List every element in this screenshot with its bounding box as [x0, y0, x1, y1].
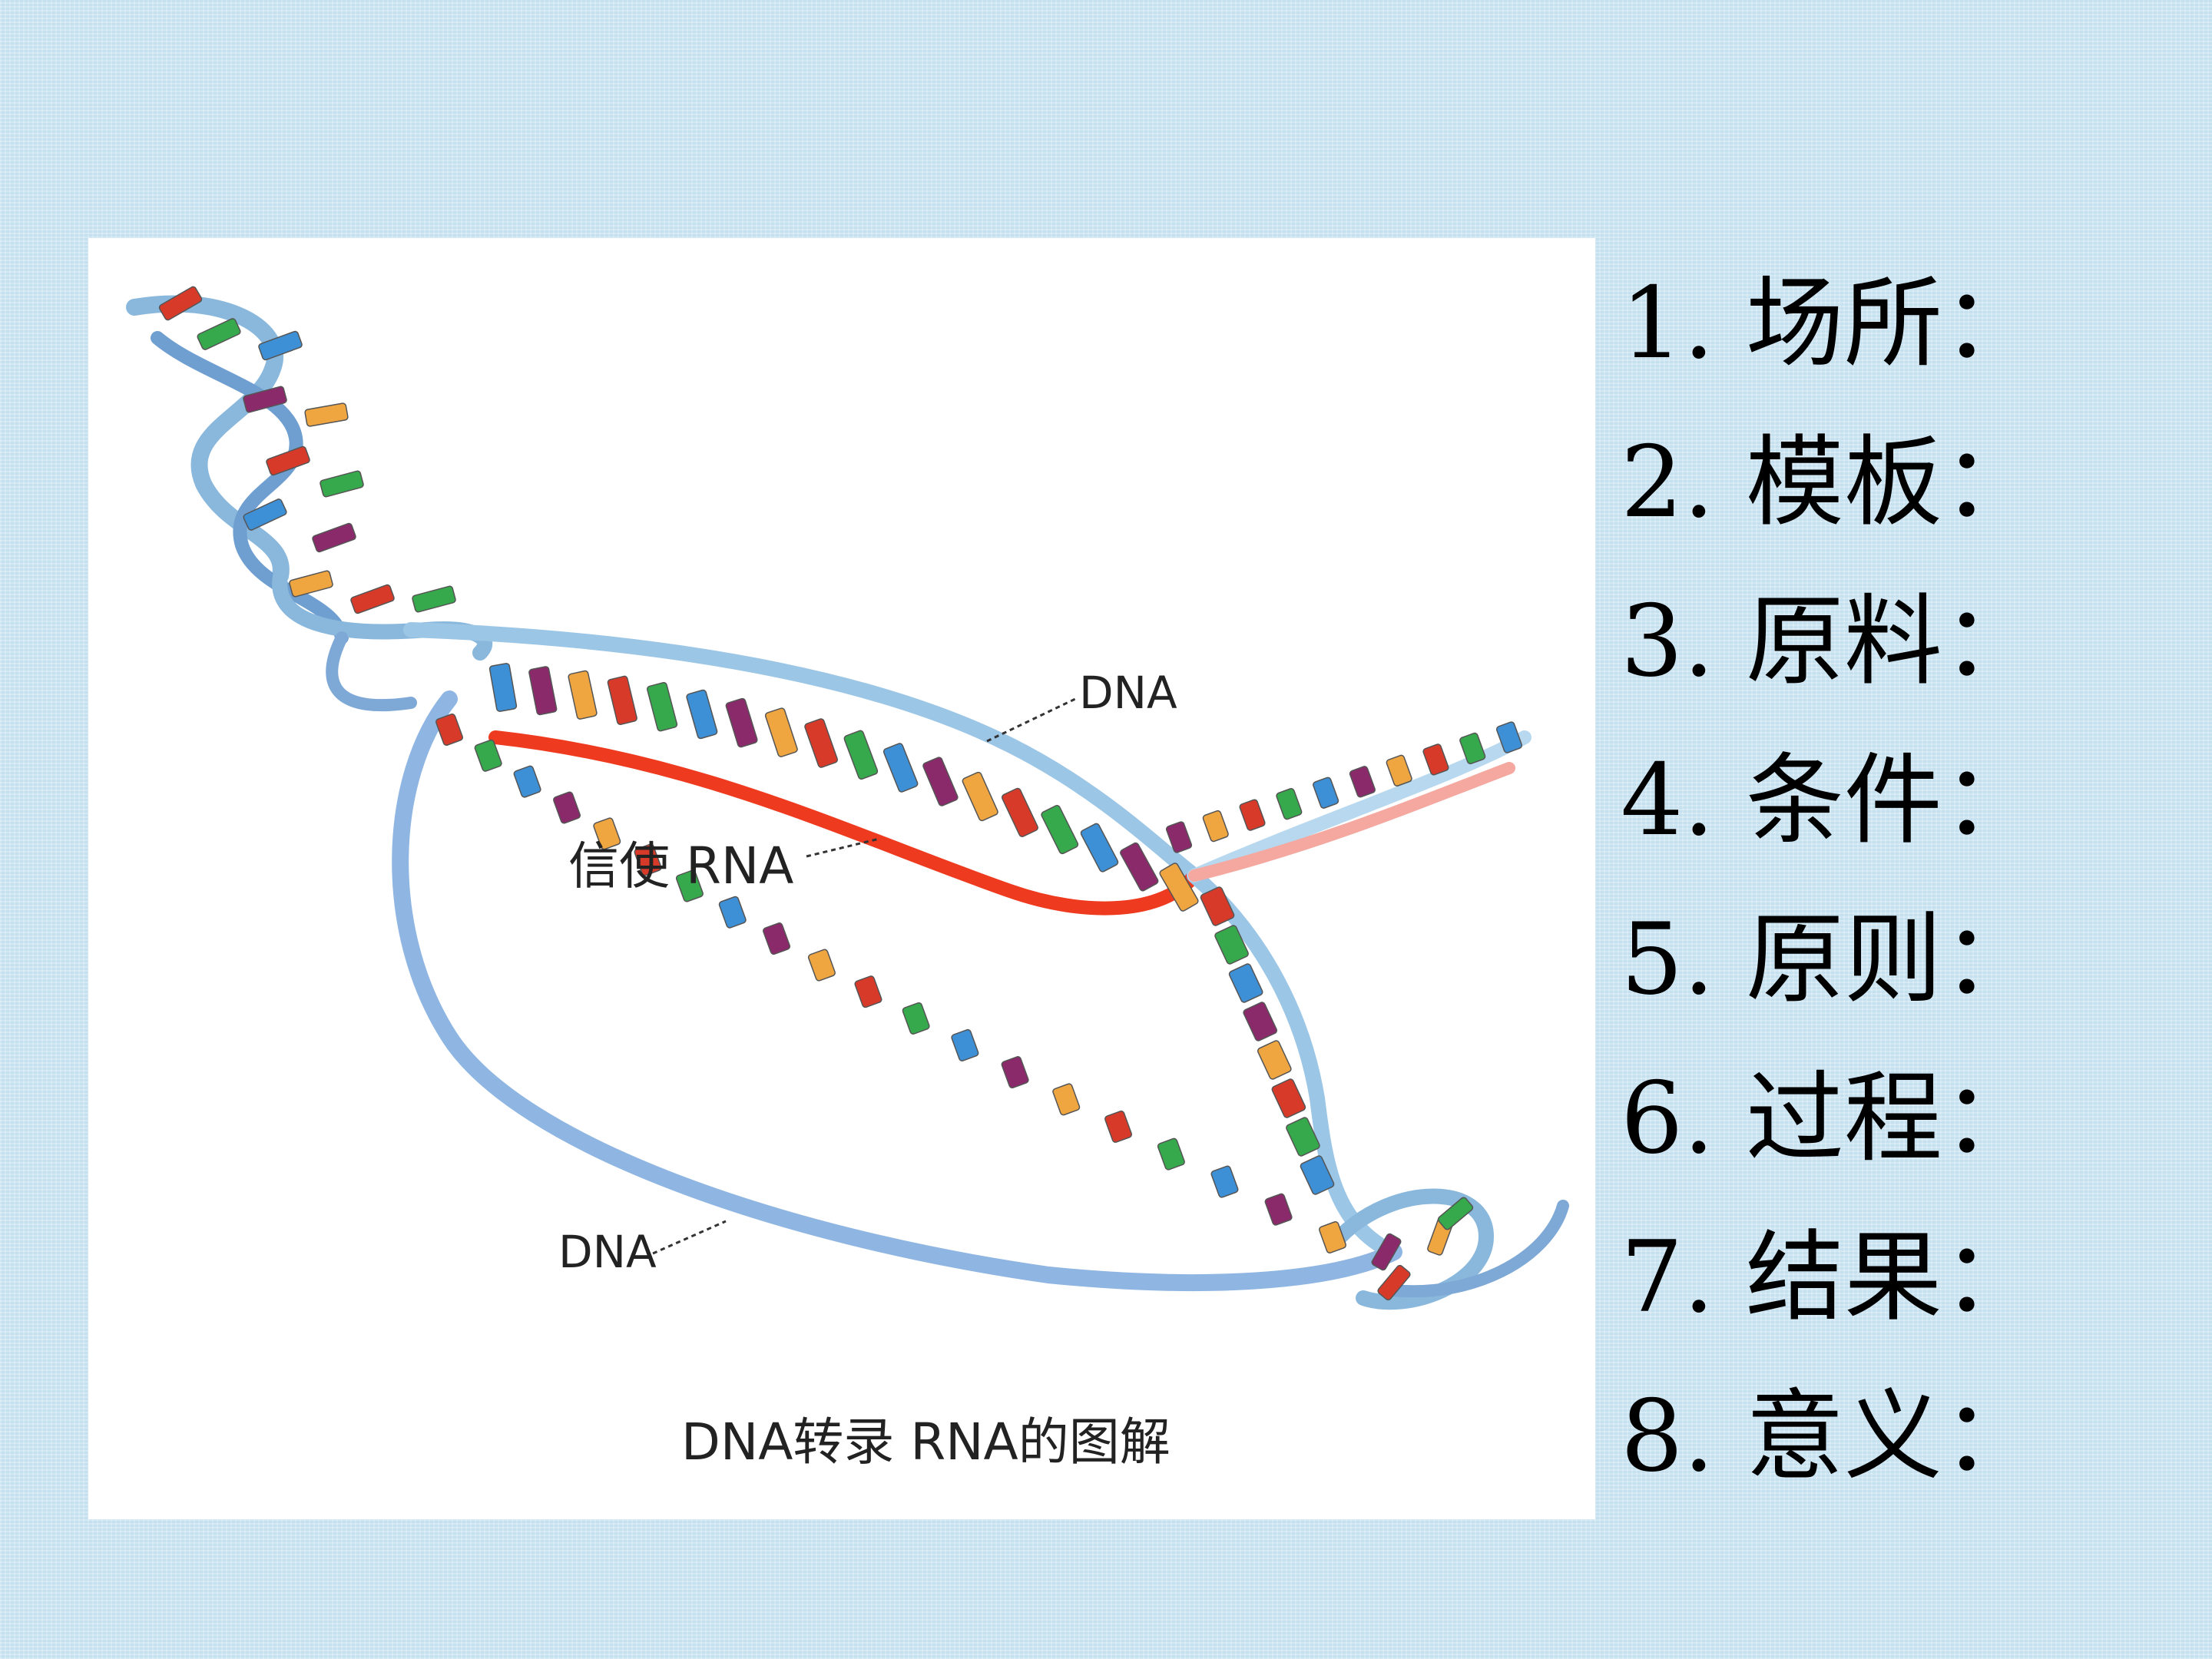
nucleotide-base [1243, 1002, 1278, 1042]
nucleotide-base [1264, 1193, 1293, 1226]
nucleotide-base [435, 714, 464, 747]
nucleotide-base [962, 771, 998, 821]
figure-caption: DNA转录 RNA的图解 [681, 1412, 1171, 1472]
nucleotide-base [1001, 1056, 1029, 1089]
nucleotide-base [528, 666, 557, 715]
dna-transcription-diagram: DNA 信使 RNA DNA DNA转录 RNA的图解 [88, 238, 1595, 1519]
nucleotide-base [489, 663, 517, 712]
nucleotide-base [1080, 823, 1119, 873]
nucleotide-base [553, 791, 581, 824]
nucleotide-base [320, 470, 364, 497]
nucleotide-base [1210, 1165, 1239, 1198]
nucleotide-base [951, 1029, 979, 1062]
nucleotide-base [568, 671, 597, 720]
nucleotide-base [305, 402, 349, 426]
dna-bottom-leader-line [653, 1221, 726, 1253]
nucleotide-base [513, 765, 541, 798]
nucleotide-base [1349, 766, 1376, 798]
list-item: 5. 原则： [1621, 880, 2189, 1039]
nucleotide-base [158, 286, 203, 321]
nucleotide-base [1052, 1083, 1081, 1116]
nucleotide-base [647, 682, 677, 732]
nucleotide-base [763, 922, 791, 955]
list-item: 7. 结果： [1621, 1198, 2189, 1357]
nucleotide-base [312, 522, 356, 552]
nucleotide-base [808, 949, 836, 982]
nucleotide-base [686, 690, 717, 740]
nucleotide-base [854, 975, 882, 1008]
nucleotide-base [804, 718, 838, 768]
nucleotide-base [902, 1002, 930, 1035]
list-item: 8. 意义： [1621, 1357, 2189, 1516]
nucleotide-base [1001, 787, 1038, 837]
label-dna-top: DNA [1079, 667, 1177, 719]
nucleotide-base [1202, 810, 1229, 843]
nucleotide-base [1257, 1040, 1292, 1081]
mrna-exit-strand [1194, 768, 1509, 876]
nucleotide-base [197, 318, 241, 351]
nucleotide-base [1228, 963, 1263, 1004]
nucleotide-base [1239, 799, 1266, 831]
nucleotide-base [1271, 1078, 1306, 1119]
list-item: 1. 场所： [1621, 244, 2189, 403]
question-list: 1. 场所： 2. 模板： 3. 原料： 4. 条件： 5. 原则： 6. 过程… [1621, 244, 2189, 1504]
dna-helix-strand-b [157, 338, 342, 637]
nucleotide-base [1041, 804, 1079, 854]
nucleotide-base [843, 730, 878, 780]
helix-strands [134, 303, 1563, 1302]
label-mrna: 信使 RNA [568, 836, 793, 896]
nucleotide-base [1104, 1111, 1133, 1144]
nucleotide-base [412, 585, 456, 612]
nucleotide-base [1276, 788, 1303, 820]
nucleotide-base [1386, 754, 1412, 786]
nucleotide-base [922, 757, 959, 806]
nucleotide-base [289, 570, 333, 597]
nucleotide-base [1157, 1137, 1185, 1171]
label-dna-bottom: DNA [558, 1226, 657, 1278]
transcription-figure: DNA 信使 RNA DNA DNA转录 RNA的图解 [88, 238, 1595, 1519]
nucleotide-base [725, 698, 757, 748]
list-item: 2. 模板： [1621, 403, 2189, 562]
nucleotide-base [608, 676, 637, 725]
nucleotide-base [1313, 777, 1339, 809]
list-item: 3. 原料： [1621, 562, 2189, 721]
nucleotide-base [350, 584, 395, 614]
nucleotide-base [882, 743, 918, 793]
list-item: 4. 条件： [1621, 721, 2189, 880]
nucleotide-base [765, 707, 798, 757]
dna-upper-strand [411, 630, 1194, 876]
dna-helix-strand-d [332, 637, 411, 705]
nucleotide-base [718, 896, 747, 929]
nucleotide-bases [158, 286, 1522, 1301]
nucleotide-base [1422, 743, 1449, 776]
list-item: 6. 过程： [1621, 1039, 2189, 1198]
